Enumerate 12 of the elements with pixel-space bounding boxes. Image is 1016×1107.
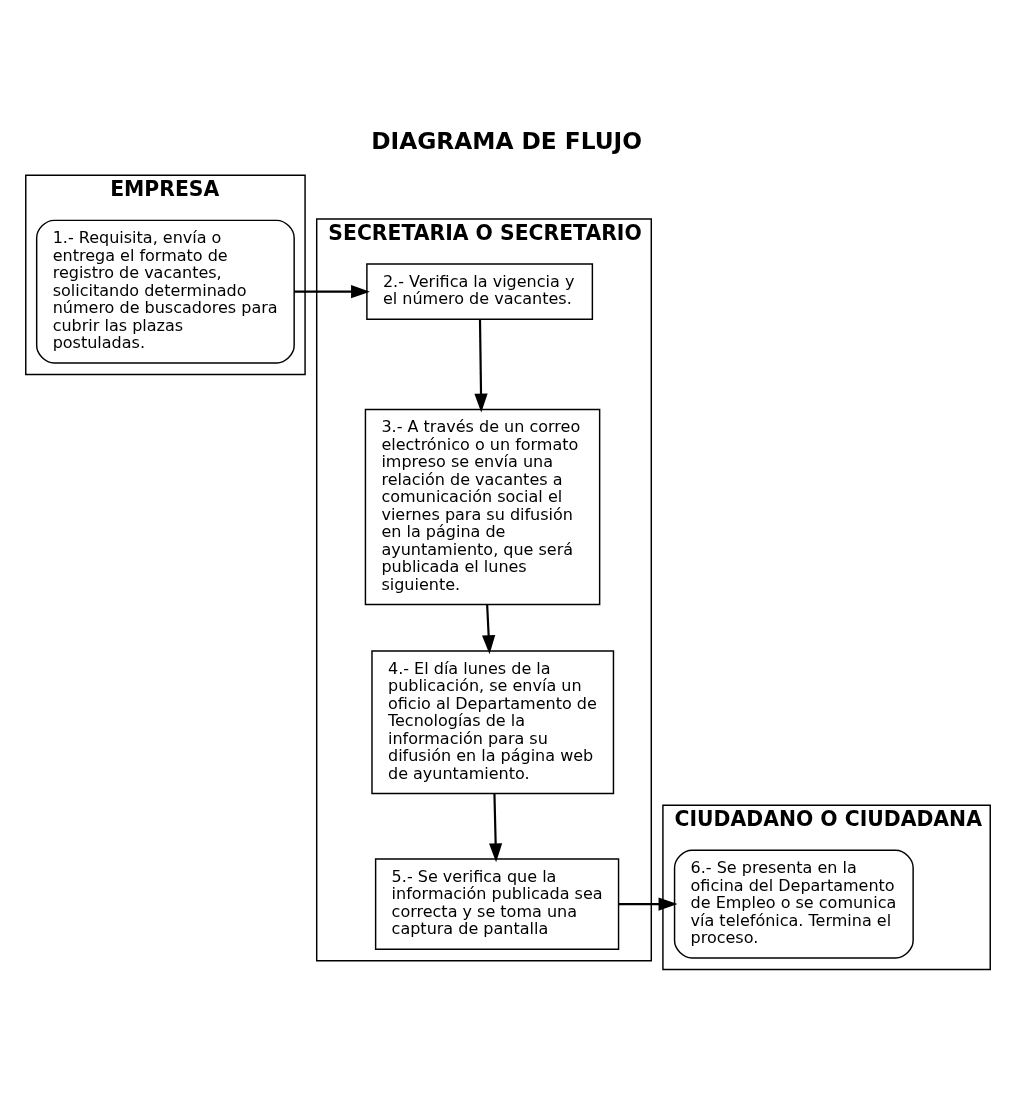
arrow bbox=[489, 793, 503, 863]
arrow bbox=[618, 897, 678, 911]
arrow bbox=[482, 604, 496, 655]
arrow bbox=[474, 319, 488, 413]
node-box: 5.- Se verifica que la información publicada sea correcta y se toma una captura de pantalla bbox=[374, 858, 620, 950]
node-box: 4.- El día lunes de la publicación, se envía un oficio al Departamento de Tecnologías de la información para su difusión en la página web de ayuntamiento. bbox=[371, 650, 615, 795]
node-box: 3.- A través de un correo electrónico o un formato impreso se envía una relación de vacantes a comunicación social el viernes para su difusión en la página de ayuntamiento, que será publicada el lunes siguiente. bbox=[364, 408, 601, 606]
arrow bbox=[294, 285, 370, 299]
diagram-title: DIAGRAMA DE FLUJO bbox=[371, 126, 643, 154]
node-box: 2.- Verifica la vigencia y el número de vacantes. bbox=[366, 263, 594, 320]
node-box: 1.- Requisita, envía o entrega el formato de registro de vacantes, solicitando determinado número de buscadores para cubrir las plazas postuladas. bbox=[35, 219, 295, 364]
node-box: 6.- Se presenta en la oficina del Departamento de Empleo o se comunica vía telefónica. Termina el proceso. bbox=[673, 849, 914, 959]
